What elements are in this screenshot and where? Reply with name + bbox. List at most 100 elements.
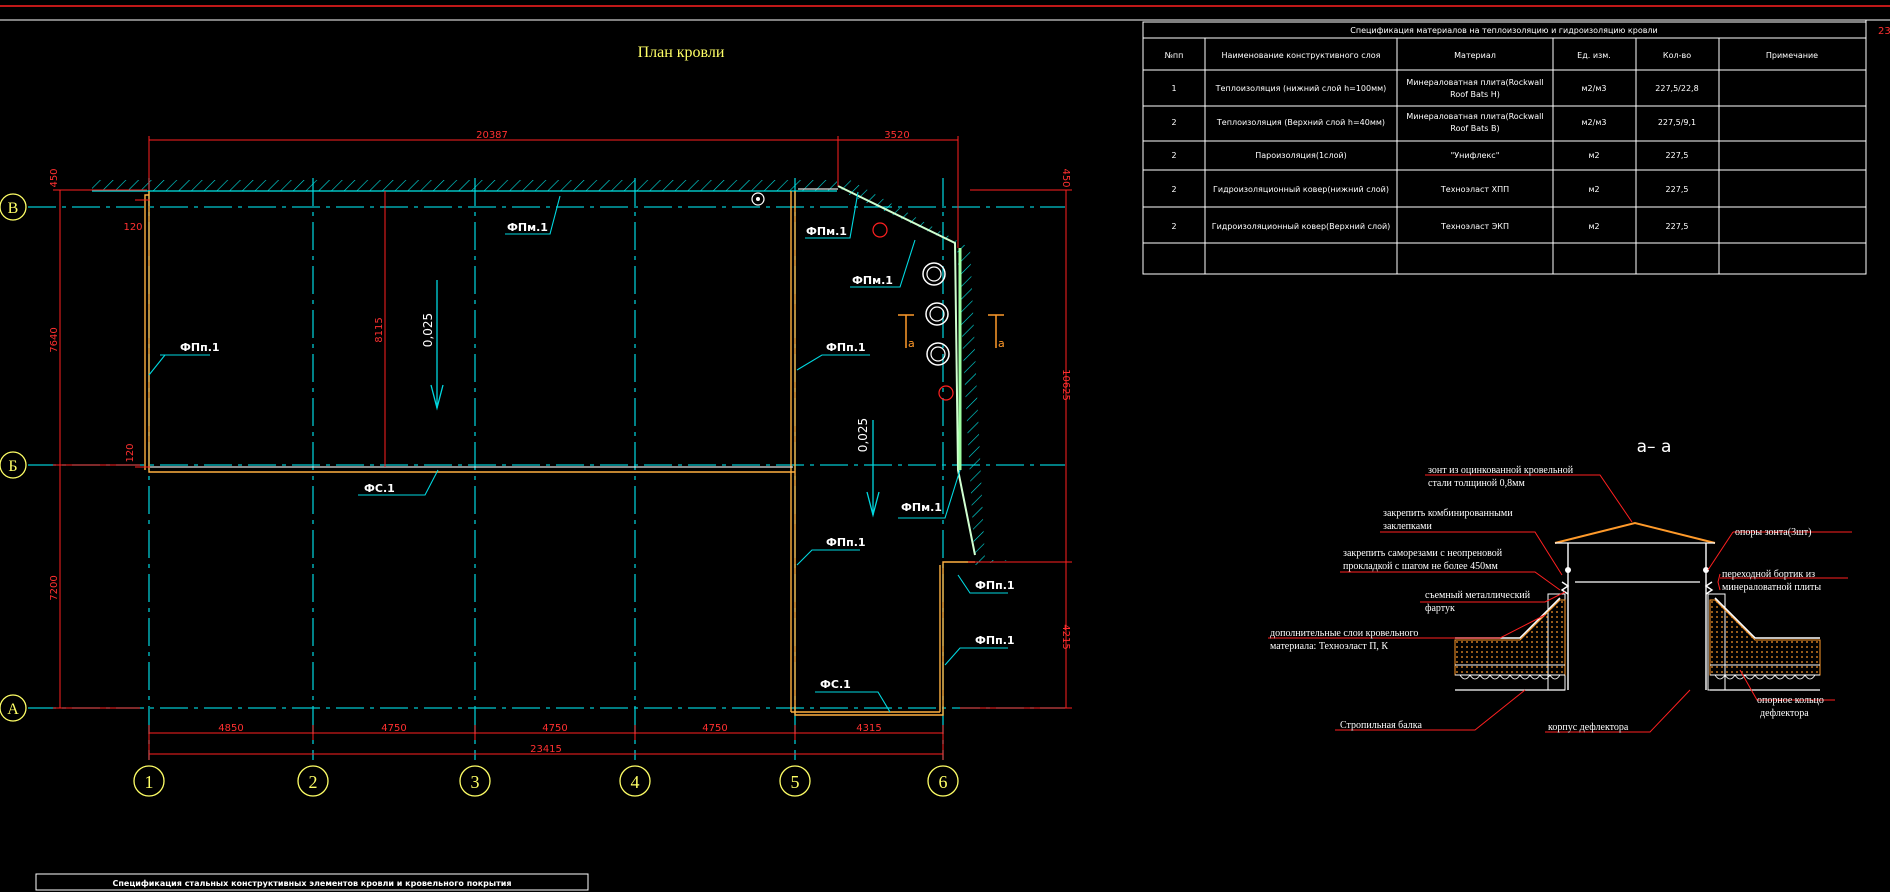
spec-row: 1 Теплоизоляция (нижний слой h=100мм) Ми…: [1171, 78, 1698, 99]
axis-label-4: 4: [631, 772, 640, 792]
spec-header-unit: Ед. изм.: [1577, 51, 1611, 60]
callout-zont-2: стали толщиной 0,8мм: [1428, 478, 1525, 489]
callout-rivets-1: закрепить комбинированными: [1383, 508, 1513, 519]
dimension-values: 20387 3520 4850 4750 4750 4750 4315 2341…: [49, 130, 1071, 755]
parapet-hatch-top: [92, 180, 837, 191]
callout-curb-1: переходной бортик из: [1722, 569, 1815, 580]
drain-icon: [751, 192, 765, 206]
axis-bubble-5: [779, 765, 811, 797]
label-fpp1-right-upper: ФПп.1: [826, 341, 866, 354]
row-axis-markers: В Б А: [0, 193, 27, 722]
spec-header-qty: Кол-во: [1663, 51, 1691, 60]
spec-table: Спецификация материалов на теплоизоляцию…: [1165, 26, 1819, 231]
svg-text:м2/м3: м2/м3: [1582, 84, 1607, 93]
svg-text:м2: м2: [1588, 151, 1599, 160]
label-fpp1-left: ФПп.1: [180, 341, 220, 354]
spec-row: 2 Гидроизоляционный ковер(нижний слой) Т…: [1171, 185, 1688, 194]
callout-screws-1: закрепить саморезами с неопреновой: [1343, 548, 1503, 559]
svg-text:м2: м2: [1588, 222, 1599, 231]
column-axis-markers: 1 2 3 4 5 6: [133, 765, 959, 797]
dim-right-2: 4215: [1060, 624, 1071, 649]
slope-value-1: 0,025: [856, 418, 870, 452]
outline-left-section: [148, 191, 795, 473]
spec-row: 2 Теплоизоляция (Верхний слой h=40мм) Ми…: [1171, 112, 1696, 133]
label-fpm1-top: ФПм.1: [507, 221, 548, 234]
spec-header-name: Наименование конструктивного слоя: [1222, 51, 1381, 60]
svg-text:227,5/22,8: 227,5/22,8: [1655, 84, 1698, 93]
steel-spec-title: Спецификация стальных конструктивных эле…: [113, 879, 512, 888]
axis-bubble-v: [0, 193, 27, 221]
svg-text:Техноэласт ХПП: Техноэласт ХПП: [1440, 185, 1509, 194]
hood-roof: [1554, 521, 1716, 544]
svg-text:Roof Bats B): Roof Bats B): [1450, 124, 1499, 133]
callout-beam: Стропильная балка: [1340, 720, 1422, 731]
axis-label-2: 2: [309, 772, 318, 792]
callout-zont-1: зонт из оцинкованной кровельной: [1428, 465, 1574, 476]
spec-row: 2 Пароизоляция(1слой) "Унифлекс" м2 227,…: [1171, 151, 1688, 160]
callout-ring-1: опорное кольцо: [1757, 695, 1824, 706]
callout-supports: опоры зонта(3шт): [1735, 527, 1811, 538]
axis-label-5: 5: [791, 772, 800, 792]
svg-text:Теплоизоляция (нижний слой h=1: Теплоизоляция (нижний слой h=100мм): [1215, 84, 1387, 93]
dim-left-0: 7640: [49, 327, 60, 352]
axis-bubble-4: [619, 765, 651, 797]
dim-total: 23415: [530, 744, 562, 755]
callout-layers-1: дополнительные слои кровельного: [1270, 628, 1418, 639]
dim-right-0: 450: [1060, 168, 1071, 187]
spec-header-n: №пп: [1165, 51, 1184, 60]
axis-label-6: 6: [939, 772, 948, 792]
axis-bubble-3: [459, 765, 491, 797]
svg-text:м2/м3: м2/м3: [1582, 118, 1607, 127]
spec-header-material: Материал: [1454, 51, 1496, 60]
callout-rivets-2: заклепками: [1383, 521, 1433, 532]
spec-table-grid: [1142, 21, 1867, 275]
dim-bottom-3: 4750: [702, 723, 727, 734]
label-fpm1-lower: ФПм.1: [901, 501, 942, 514]
parapet-hatch-diagonal: [838, 180, 1010, 565]
axis-label-1: 1: [145, 772, 154, 792]
dim-left-small-2: 120: [125, 443, 136, 462]
steel-spec-frame: [35, 873, 589, 891]
svg-text:Техноэласт ЭКП: Техноэласт ЭКП: [1440, 222, 1509, 231]
svg-text:227,5/9,1: 227,5/9,1: [1658, 118, 1696, 127]
callout-apron-2: фартук: [1425, 603, 1455, 614]
label-fs1-middle: ФС.1: [364, 482, 395, 495]
section-mark-left: а: [908, 337, 915, 350]
svg-text:227,5: 227,5: [1666, 185, 1689, 194]
section-mark-right: а: [998, 337, 1005, 350]
vent-marker-icon: [938, 385, 954, 401]
outline-right-section: [794, 191, 975, 716]
svg-text:Roof Bats H): Roof Bats H): [1450, 90, 1500, 99]
dim-top-1: 3520: [884, 130, 909, 141]
slope-value-0: 0,025: [421, 313, 435, 347]
svg-text:2: 2: [1171, 151, 1176, 160]
axis-bubble-2: [297, 765, 329, 797]
svg-text:Пароизоляция(1слой): Пароизоляция(1слой): [1255, 151, 1347, 160]
dim-bottom-4: 4315: [856, 723, 881, 734]
slope-arrows: 0,025 0,025: [421, 280, 880, 518]
label-fpm1-corner: ФПм.1: [806, 225, 847, 238]
dim-left-1: 7200: [49, 575, 60, 600]
deflector-icon: [922, 262, 946, 286]
structural-lines: [150, 188, 838, 468]
svg-text:227,5: 227,5: [1666, 151, 1689, 160]
label-fpp1-bottom: ФПп.1: [975, 634, 1015, 647]
svg-text:Теплоизоляция (Верхний слой h=: Теплоизоляция (Верхний слой h=40мм): [1216, 118, 1385, 127]
dim-right-1: 10625: [1060, 369, 1071, 401]
grid-axes: [28, 178, 1065, 760]
spec-table-title: Спецификация материалов на теплоизоляцию…: [1350, 26, 1658, 35]
dim-left-small-1: 120: [123, 222, 142, 233]
element-labels: ФПм.1 ФПп.1 ФС.1 ФПм.1 ФПм.1 ФПп.1 ФПп.1…: [180, 221, 1015, 691]
deflector-icon: [925, 302, 949, 326]
parapet-edge-diagonal: [837, 185, 976, 556]
axis-bubble-6: [927, 765, 959, 797]
dim-bottom-0: 4850: [218, 723, 243, 734]
label-fs1-bottom: ФС.1: [820, 678, 851, 691]
dimension-lines: [53, 136, 1072, 760]
label-fpp1-right-lower: ФПп.1: [826, 536, 866, 549]
callout-screws-2: прокладкой с шагом не более 450мм: [1343, 561, 1498, 572]
dim-bottom-1: 4750: [381, 723, 406, 734]
axis-label-3: 3: [471, 772, 480, 792]
section-title: а– а: [1637, 437, 1672, 457]
